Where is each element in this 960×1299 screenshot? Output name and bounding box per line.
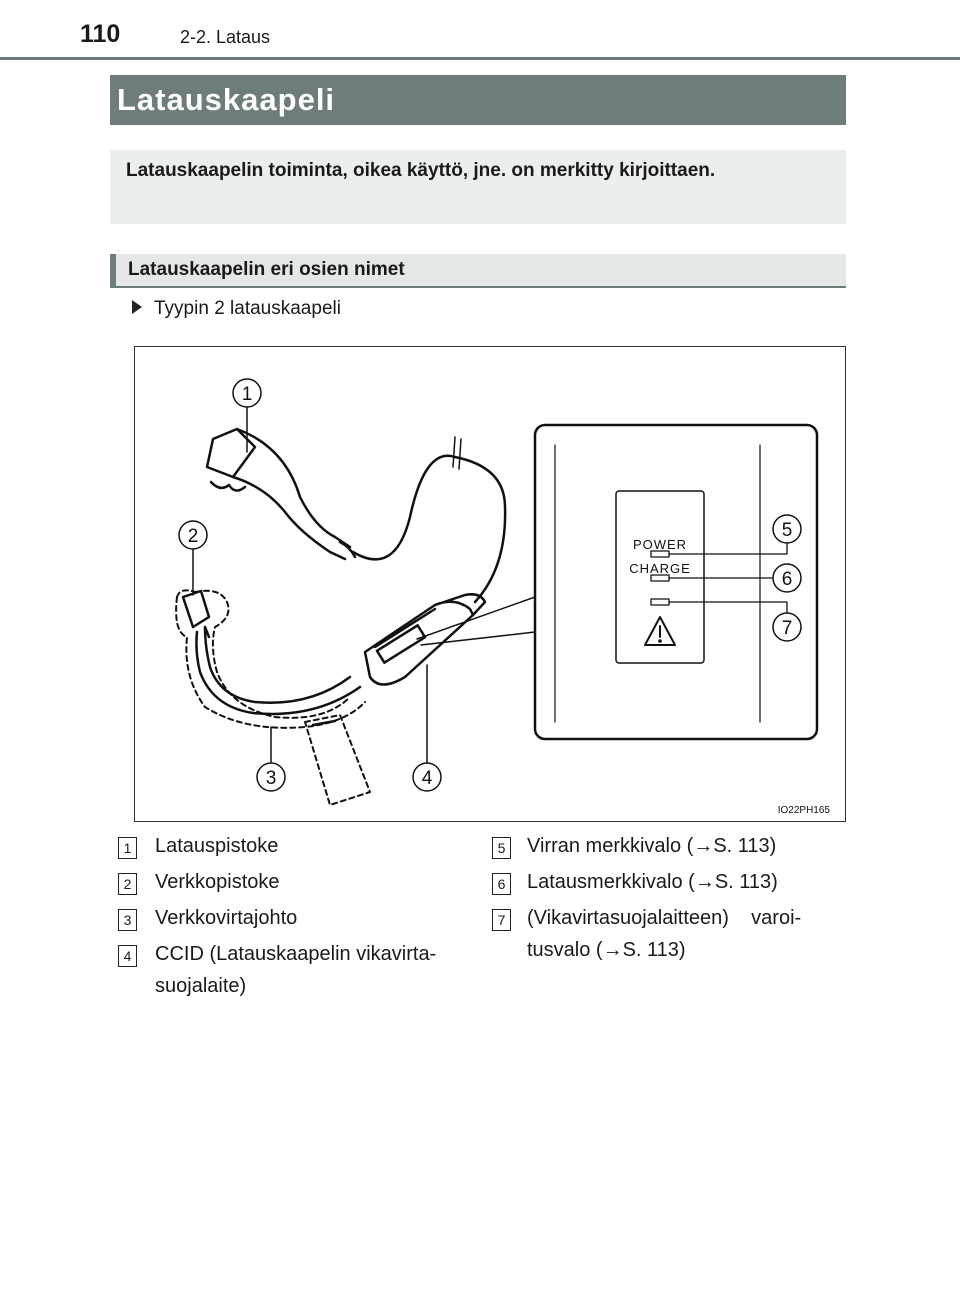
- page-number: 110: [80, 20, 121, 48]
- callout-6: 6: [782, 569, 793, 590]
- legend-text: Virran merkkivalo (→S. 113): [527, 835, 777, 857]
- legend-text: Latausmerkkivalo (→S. 113): [527, 871, 778, 893]
- cable-upper: [351, 454, 507, 604]
- page-title: Latauskaapeli: [117, 82, 336, 117]
- legend-text: Verkkovirtajohto: [155, 907, 298, 929]
- connector-latch: [209, 480, 247, 492]
- figure-id: IO22PH165: [778, 805, 831, 816]
- legend-number: 3: [118, 909, 137, 931]
- page-header: 110 2-2. Lataus: [0, 0, 960, 62]
- indicator-panel: [615, 490, 705, 664]
- callout-5: 5: [782, 520, 793, 541]
- mains-plug: [181, 589, 211, 629]
- intro-text: Latauskaapelin toiminta, oikea käyttö, j…: [126, 160, 716, 181]
- header-rule: [0, 57, 960, 60]
- bullet-item: Tyypin 2 latauskaapeli: [132, 298, 341, 320]
- legend-number: 1: [118, 837, 137, 859]
- legend-number: 2: [118, 873, 137, 895]
- callout-4-circle: [412, 762, 442, 792]
- title-banner: Latauskaapeli: [110, 75, 846, 125]
- cable-tag: [304, 714, 371, 806]
- warning-lamp: [650, 598, 670, 606]
- warning-triangle-icon: [644, 616, 676, 646]
- callout-1: 1: [242, 384, 253, 405]
- charge-label: CHARGE: [629, 561, 691, 576]
- legend-text-continued: tusvalo (→S. 113): [527, 939, 686, 961]
- legend-text-continued: suojalaite): [155, 975, 247, 997]
- callout-5-circle: [772, 514, 802, 544]
- callout-3-circle: [256, 762, 286, 792]
- connector-body-top: [235, 427, 352, 549]
- callout-2-circle: [178, 520, 208, 550]
- legend-text: (Vikavirtasuojalaitteen) varoi-: [527, 907, 802, 929]
- triangle-bullet-icon: [132, 300, 142, 314]
- callout-4: 4: [422, 768, 433, 789]
- legend-text: CCID (Latauskaapelin vikavirta-: [155, 943, 437, 965]
- cable-figure: POWER CHARGE IO22PH165 1 2 3 4 5 6 7: [134, 346, 846, 822]
- legend-number: 7: [492, 909, 511, 931]
- callout-3: 3: [266, 768, 277, 789]
- legend-number: 6: [492, 873, 511, 895]
- callout-7-circle: [772, 612, 802, 642]
- zoom-panel: [533, 423, 819, 741]
- intro-box: Latauskaapelin toiminta, oikea käyttö, j…: [110, 150, 846, 224]
- callout-6-circle: [772, 563, 802, 593]
- cable-illustration: POWER CHARGE IO22PH165 1 2 3 4 5 6 7: [175, 378, 831, 816]
- power-label: POWER: [633, 537, 687, 552]
- callout-1-circle: [232, 378, 262, 408]
- sub-heading-text: Latauskaapelin eri osien nimet: [128, 259, 405, 280]
- bullet-text: Tyypin 2 latauskaapeli: [154, 298, 341, 319]
- legend-number: 4: [118, 945, 137, 967]
- legend-text: Verkkopistoke: [155, 871, 280, 893]
- sub-heading-bar: [110, 254, 116, 286]
- legend-text: Latauspistoke: [155, 835, 279, 857]
- connector-body-bottom: [231, 475, 347, 561]
- connector-head: [205, 427, 257, 479]
- callout-2: 2: [188, 526, 199, 547]
- legend-number: 5: [492, 837, 511, 859]
- section-reference: 2-2. Lataus: [180, 27, 271, 47]
- cable-lower: [203, 625, 352, 704]
- sub-heading: Latauskaapelin eri osien nimet: [110, 254, 846, 288]
- callout-7: 7: [782, 618, 793, 639]
- ccid-label-plate: [375, 624, 427, 664]
